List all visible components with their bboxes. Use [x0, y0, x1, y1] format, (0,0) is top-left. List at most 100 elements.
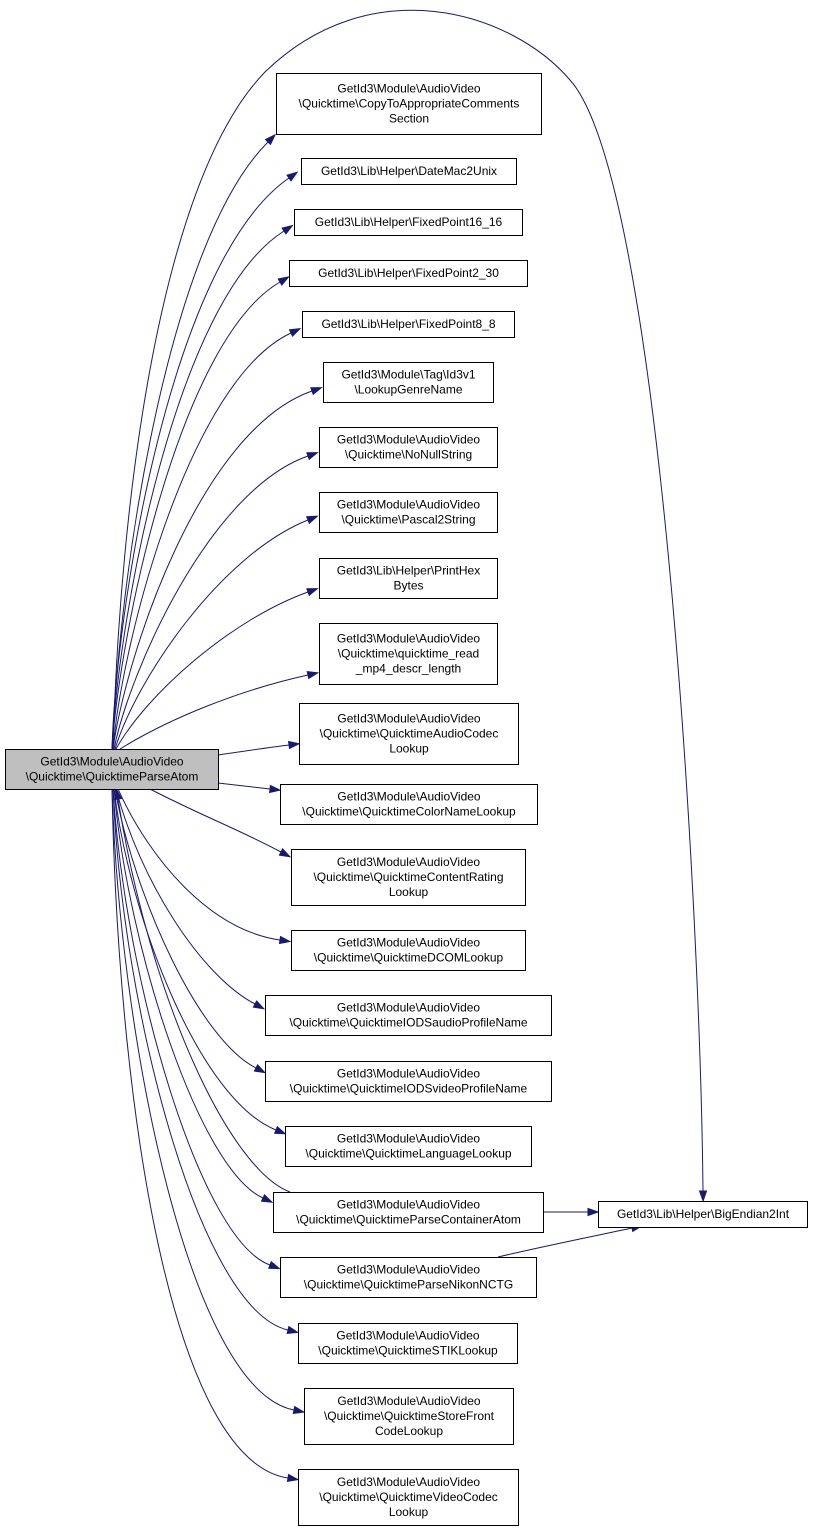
node-label-stik-0: GetId3\Module\AudioVideo	[336, 1329, 480, 1343]
node-label-fp1616-0: GetId3\Lib\Helper\FixedPoint16_16	[315, 215, 503, 229]
node-label-nonull-1: \Quicktime\NoNullString	[345, 448, 472, 462]
node-box-language[interactable]	[285, 1126, 532, 1167]
node-box-printhex[interactable]	[319, 558, 498, 599]
node-audiocodec[interactable]: GetId3\Module\AudioVideo\Quicktime\Quick…	[299, 703, 519, 765]
arrowhead-container-to-bigendian	[587, 1207, 600, 1217]
node-label-bigendian-0: GetId3\Lib\Helper\BigEndian2Int	[617, 1207, 790, 1221]
node-label-mp4descr-1: \Quicktime\quicktime_read	[338, 647, 479, 661]
node-datemac[interactable]: GetId3\Lib\Helper\DateMac2Unix	[301, 158, 517, 185]
node-label-genre-0: GetId3\Module\Tag\Id3v1	[341, 368, 475, 382]
node-box-iodsaudio[interactable]	[265, 995, 552, 1036]
edge-root-to-genre	[112, 390, 313, 750]
node-mp4descr[interactable]: GetId3\Module\AudioVideo\Quicktime\quick…	[319, 623, 498, 685]
node-label-iodsvideo-1: \Quicktime\QuicktimeIODSvideoProfileName	[290, 1082, 528, 1096]
node-iodsaudio[interactable]: GetId3\Module\AudioVideo\Quicktime\Quick…	[265, 995, 552, 1036]
node-bigendian[interactable]: GetId3\Lib\Helper\BigEndian2Int	[598, 1201, 808, 1228]
arrowhead-root-to-genre	[310, 387, 323, 396]
node-box-storefront[interactable]	[304, 1388, 514, 1445]
node-box-genre[interactable]	[323, 362, 494, 403]
node-label-nonull-0: GetId3\Module\AudioVideo	[337, 433, 481, 447]
node-fp88[interactable]: GetId3\Lib\Helper\FixedPoint8_8	[302, 311, 515, 338]
node-label-pascal-1: \Quicktime\Pascal2String	[341, 513, 475, 527]
edge-root-to-iodsaudio	[115, 788, 256, 1005]
node-box-container[interactable]	[273, 1192, 544, 1233]
arrowhead-root-to-videocodec	[286, 1473, 300, 1483]
node-label-language-0: GetId3\Module\AudioVideo	[337, 1132, 481, 1146]
node-box-fp88[interactable]	[302, 311, 515, 338]
edge-root-to-stik	[112, 788, 289, 1331]
node-stik[interactable]: GetId3\Module\AudioVideo\Quicktime\Quick…	[298, 1323, 518, 1364]
node-box-dcom[interactable]	[291, 930, 526, 971]
arrowhead-root-to-fp88	[288, 328, 302, 338]
node-language[interactable]: GetId3\Module\AudioVideo\Quicktime\Quick…	[285, 1126, 532, 1167]
edge-nikon-to-bigendian	[497, 1227, 633, 1258]
node-storefront[interactable]: GetId3\Module\AudioVideo\Quicktime\Quick…	[304, 1388, 514, 1445]
node-fp230[interactable]: GetId3\Lib\Helper\FixedPoint2_30	[289, 260, 528, 287]
node-box-nonull[interactable]	[319, 427, 498, 468]
arrowhead-root-to-datemac	[286, 171, 299, 182]
edge-root-to-copy	[112, 141, 269, 750]
arrowhead-root-to-printhex	[306, 588, 319, 597]
node-label-printhex-0: GetId3\Lib\Helper\PrintHex	[337, 564, 480, 578]
edge-root-to-nonull	[113, 455, 309, 750]
node-box-iodsvideo[interactable]	[265, 1061, 552, 1102]
node-iodsvideo[interactable]: GetId3\Module\AudioVideo\Quicktime\Quick…	[265, 1061, 552, 1102]
node-label-videocodec-1: \Quicktime\QuicktimeVideoCodec	[319, 1490, 498, 1504]
node-nikon[interactable]: GetId3\Module\AudioVideo\Quicktime\Quick…	[280, 1257, 537, 1298]
node-label-iodsaudio-0: GetId3\Module\AudioVideo	[337, 1001, 481, 1015]
arrowhead-root-to-container	[260, 1193, 274, 1203]
node-box-fp1616[interactable]	[294, 209, 523, 236]
node-label-videocodec-2: Lookup	[389, 1505, 429, 1519]
node-label-fp230-0: GetId3\Lib\Helper\FixedPoint2_30	[318, 266, 499, 280]
node-label-audiocodec-2: Lookup	[389, 742, 429, 756]
node-label-contentrating-1: \Quicktime\QuicktimeContentRating	[313, 870, 503, 884]
node-label-nikon-0: GetId3\Module\AudioVideo	[337, 1263, 481, 1277]
arrowhead-root-to-colorname	[269, 784, 282, 794]
node-box-audiocodec[interactable]	[299, 703, 519, 765]
node-videocodec[interactable]: GetId3\Module\AudioVideo\Quicktime\Quick…	[298, 1469, 519, 1526]
node-label-root-0: GetId3\Module\AudioVideo	[40, 755, 184, 769]
node-label-dcom-1: \Quicktime\QuicktimeDCOMLookup	[314, 951, 504, 965]
edge-root-to-colorname	[217, 782, 271, 790]
edge-root-to-language	[113, 788, 277, 1131]
edge-container-to-root	[117, 798, 291, 1193]
node-container[interactable]: GetId3\Module\AudioVideo\Quicktime\Quick…	[273, 1192, 544, 1233]
node-box-stik[interactable]	[298, 1323, 518, 1364]
node-label-container-1: \Quicktime\QuicktimeParseContainerAtom	[296, 1213, 521, 1227]
node-box-videocodec[interactable]	[298, 1469, 519, 1526]
node-box-colorname[interactable]	[280, 784, 538, 825]
nodes-layer: GetId3\Module\AudioVideo\Quicktime\Quick…	[5, 73, 808, 1526]
node-box-fp230[interactable]	[289, 260, 528, 287]
node-root[interactable]: GetId3\Module\AudioVideo\Quicktime\Quick…	[5, 749, 219, 790]
node-contentrating[interactable]: GetId3\Module\AudioVideo\Quicktime\Quick…	[291, 849, 526, 906]
edge-root-to-nikon	[112, 788, 271, 1266]
node-fp1616[interactable]: GetId3\Lib\Helper\FixedPoint16_16	[294, 209, 523, 236]
arrowhead-root-to-dcom	[278, 935, 292, 945]
node-dcom[interactable]: GetId3\Module\AudioVideo\Quicktime\Quick…	[291, 930, 526, 971]
edge-root-to-datemac	[111, 177, 290, 750]
node-box-copy[interactable]	[276, 73, 542, 135]
node-label-copy-0: GetId3\Module\AudioVideo	[337, 82, 481, 96]
node-colorname[interactable]: GetId3\Module\AudioVideo\Quicktime\Quick…	[280, 784, 538, 825]
node-label-container-0: GetId3\Module\AudioVideo	[337, 1198, 481, 1212]
node-box-bigendian[interactable]	[598, 1201, 808, 1228]
node-label-contentrating-2: Lookup	[389, 885, 429, 899]
node-box-nikon[interactable]	[280, 1257, 537, 1298]
node-pascal[interactable]: GetId3\Module\AudioVideo\Quicktime\Pasca…	[319, 492, 498, 533]
node-box-datemac[interactable]	[301, 158, 517, 185]
arrowhead-root-to-audiocodec	[287, 740, 301, 750]
node-box-mp4descr[interactable]	[319, 623, 498, 685]
node-box-contentrating[interactable]	[291, 849, 526, 906]
arrowhead-root-to-contentrating	[278, 848, 292, 858]
node-label-stik-1: \Quicktime\QuicktimeSTIKLookup	[318, 1344, 498, 1358]
edge-root-to-videocodec	[111, 788, 289, 1479]
node-box-root[interactable]	[5, 749, 219, 790]
node-copy[interactable]: GetId3\Module\AudioVideo\Quicktime\CopyT…	[276, 73, 542, 135]
node-box-pascal[interactable]	[319, 492, 498, 533]
node-label-iodsaudio-1: \Quicktime\QuicktimeIODSaudioProfileName	[289, 1016, 527, 1030]
node-genre[interactable]: GetId3\Module\Tag\Id3v1\LookupGenreName	[323, 362, 494, 403]
node-nonull[interactable]: GetId3\Module\AudioVideo\Quicktime\NoNul…	[319, 427, 498, 468]
node-label-copy-1: \Quicktime\CopyToAppropriateComments	[299, 97, 520, 111]
edge-root-to-container	[113, 788, 264, 1199]
